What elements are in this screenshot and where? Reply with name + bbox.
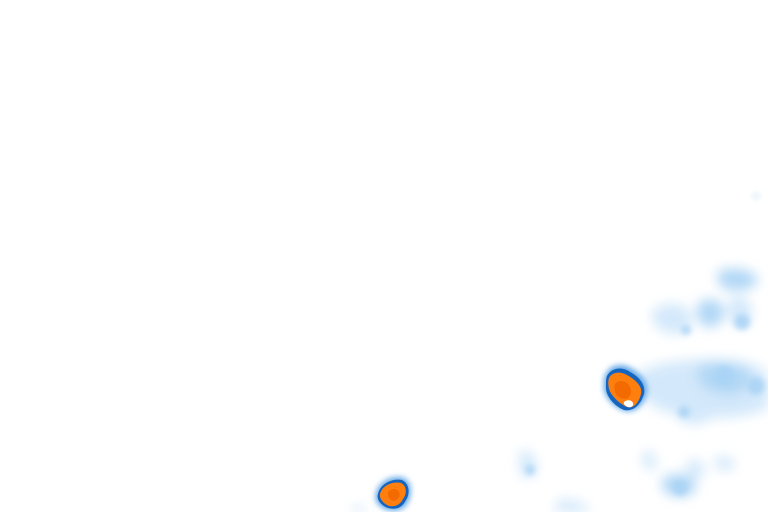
storm-cell-east (603, 365, 648, 412)
light-precipitation-field (352, 193, 768, 512)
storm-cell-south (375, 476, 411, 511)
